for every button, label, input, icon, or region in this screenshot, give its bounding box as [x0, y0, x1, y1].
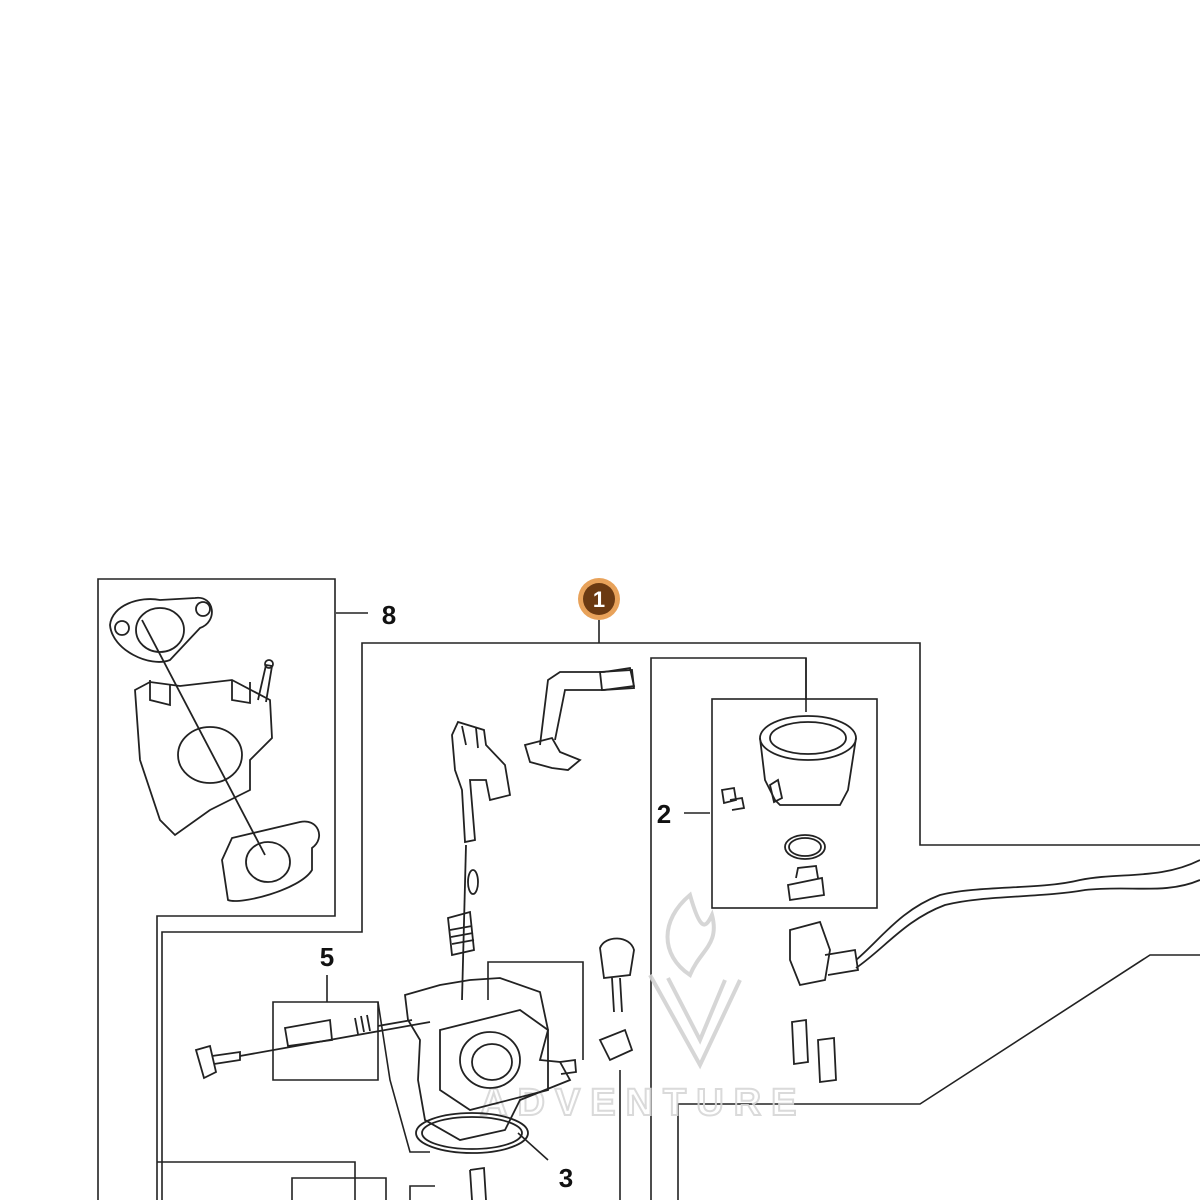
callout-8: 8 — [382, 600, 396, 630]
insulator-stud — [257, 663, 274, 703]
callout-5: 5 — [320, 942, 334, 972]
bowl-plug — [786, 865, 825, 902]
insulator-port — [177, 726, 243, 784]
bracket-fork — [461, 725, 479, 749]
leader-lines — [326, 612, 807, 1161]
leader-3 — [517, 1132, 549, 1161]
carb-body — [404, 977, 572, 1141]
main-assembly-inner-frame — [157, 1161, 356, 1200]
pilot-screw-parts — [194, 1014, 431, 1080]
pilot-needle — [377, 1019, 413, 1027]
lower-right-frame — [677, 954, 1200, 1200]
axis-line-1 — [461, 844, 467, 1001]
carb-throat-inner — [471, 1043, 513, 1081]
solenoid-wire — [855, 859, 1200, 961]
watermark-text: ADVENTURE — [480, 1082, 806, 1124]
insulator-tab-left — [149, 680, 171, 707]
drain-screw — [559, 1058, 577, 1075]
fuel-bowl-parts — [720, 715, 857, 902]
choke-lever-grip — [599, 669, 635, 691]
watermark: ADVENTURE — [479, 891, 806, 1125]
solenoid-wire-2 — [855, 879, 1200, 969]
gasket-port — [135, 607, 185, 653]
insulator-stud-tip — [264, 659, 274, 669]
axis-line-5 — [239, 1021, 431, 1057]
pilot-spring-coil — [354, 1014, 371, 1035]
fuel-bowl-inner — [769, 721, 847, 755]
float-bowl-gasket-inner — [421, 1116, 523, 1150]
callout-3: 3 — [559, 1163, 573, 1193]
primer-stem — [611, 977, 623, 1013]
float-bowl-gasket — [415, 1112, 529, 1154]
fuel-bowl-body — [759, 737, 857, 806]
adjust-screw-leader-box — [377, 1001, 430, 1153]
solenoid-nut — [824, 948, 860, 976]
callout-2: 2 — [657, 799, 671, 829]
needle-jet-threads — [449, 925, 475, 945]
axis-line-8 — [141, 619, 266, 856]
bowl-oring — [784, 834, 826, 860]
bowl-bolt — [720, 786, 746, 811]
gasket-hole-left — [114, 620, 130, 636]
callout-1-badge — [583, 583, 615, 615]
screw-shank — [211, 1050, 241, 1065]
callout-1: 1 — [578, 578, 620, 620]
intake-group-frame — [97, 578, 336, 1200]
solenoid-body — [789, 920, 831, 987]
carb-throat — [459, 1031, 521, 1089]
main-assembly-frame — [161, 642, 1200, 1200]
bottom-mid-frame — [409, 1185, 435, 1200]
fuel-bowl-drain — [768, 778, 784, 804]
solenoid-parts — [598, 859, 1200, 1084]
washer — [467, 869, 479, 895]
primer-plate — [598, 1028, 634, 1062]
bowl-oring-inner — [788, 837, 822, 857]
throttle-bracket — [451, 720, 512, 844]
pilot-spring — [283, 1018, 333, 1048]
group-frames — [97, 578, 1200, 1200]
upper-gasket — [109, 597, 213, 663]
terminal-2 — [817, 1036, 837, 1084]
insulator-block — [134, 679, 273, 837]
choke-linkage-parts — [447, 666, 636, 1001]
terminal-1 — [791, 1018, 809, 1066]
lower-gasket — [221, 820, 320, 902]
carb-flange — [439, 1009, 549, 1111]
screw-head — [194, 1044, 218, 1080]
choke-lever-mount — [523, 736, 582, 771]
body-post — [469, 1166, 487, 1200]
needle-jet — [447, 910, 475, 957]
callout-1-number: 1 — [593, 587, 605, 612]
choke-lever — [539, 666, 636, 746]
insulator-tab-right — [231, 680, 251, 705]
carburetor-body-parts — [404, 977, 577, 1200]
intake-parts — [109, 597, 320, 902]
lower-left-frame — [291, 1177, 387, 1200]
fuel-bowl-group-box — [711, 698, 878, 909]
body-sub-frame — [487, 961, 584, 1060]
lower-gasket-port — [245, 841, 291, 883]
primer-cap — [599, 937, 635, 979]
flame-v-logo-icon — [648, 891, 742, 1070]
gasket-hole-right — [195, 601, 211, 617]
